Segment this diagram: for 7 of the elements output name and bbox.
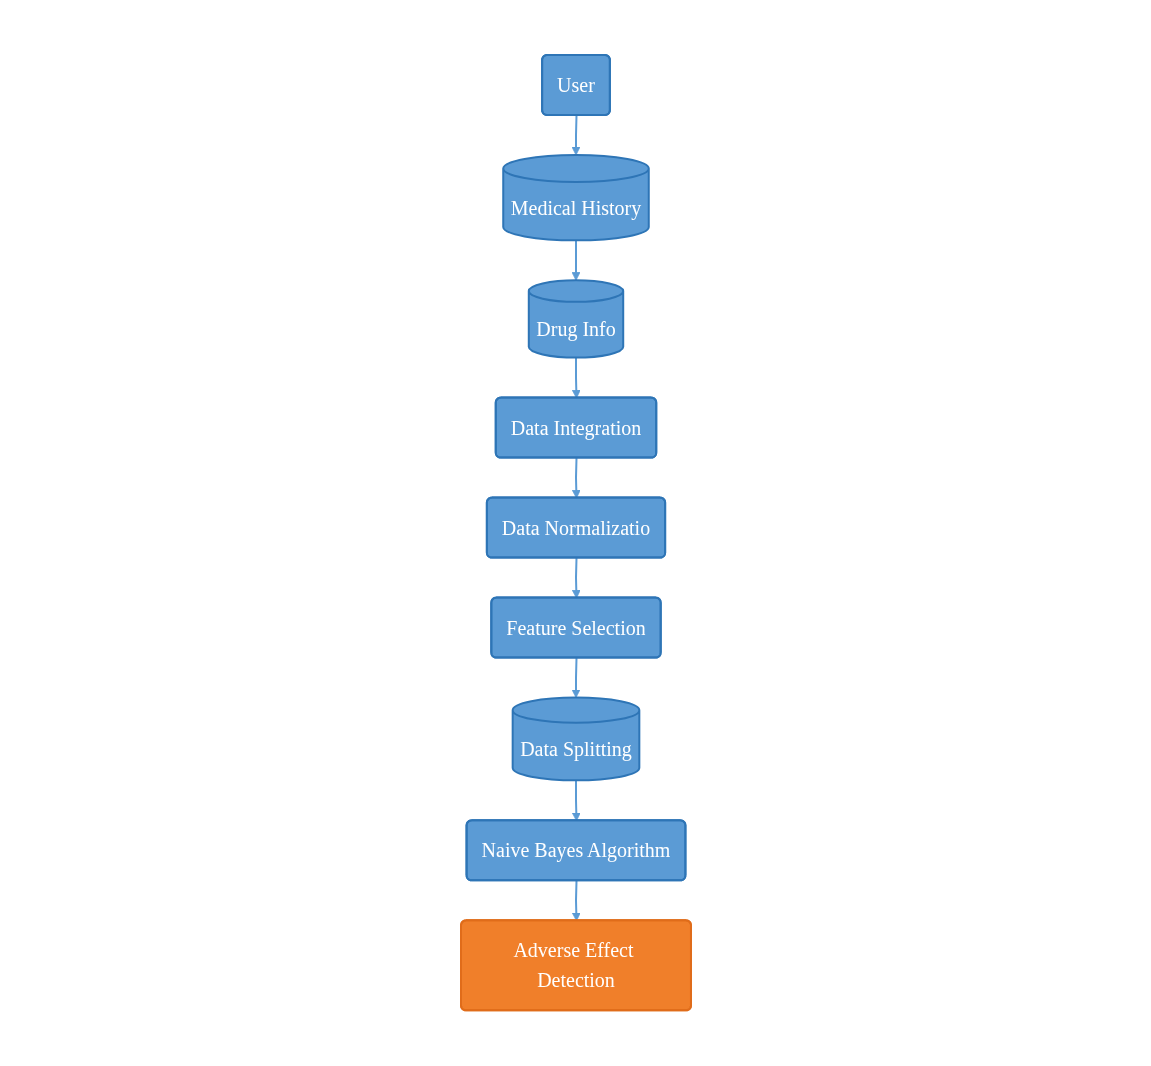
arrow [571,880,581,922]
arrow [571,557,581,599]
arrow [571,779,581,822]
arrow [571,114,580,156]
arrow [571,356,581,399]
arrow [571,657,580,699]
arrow [571,457,581,499]
